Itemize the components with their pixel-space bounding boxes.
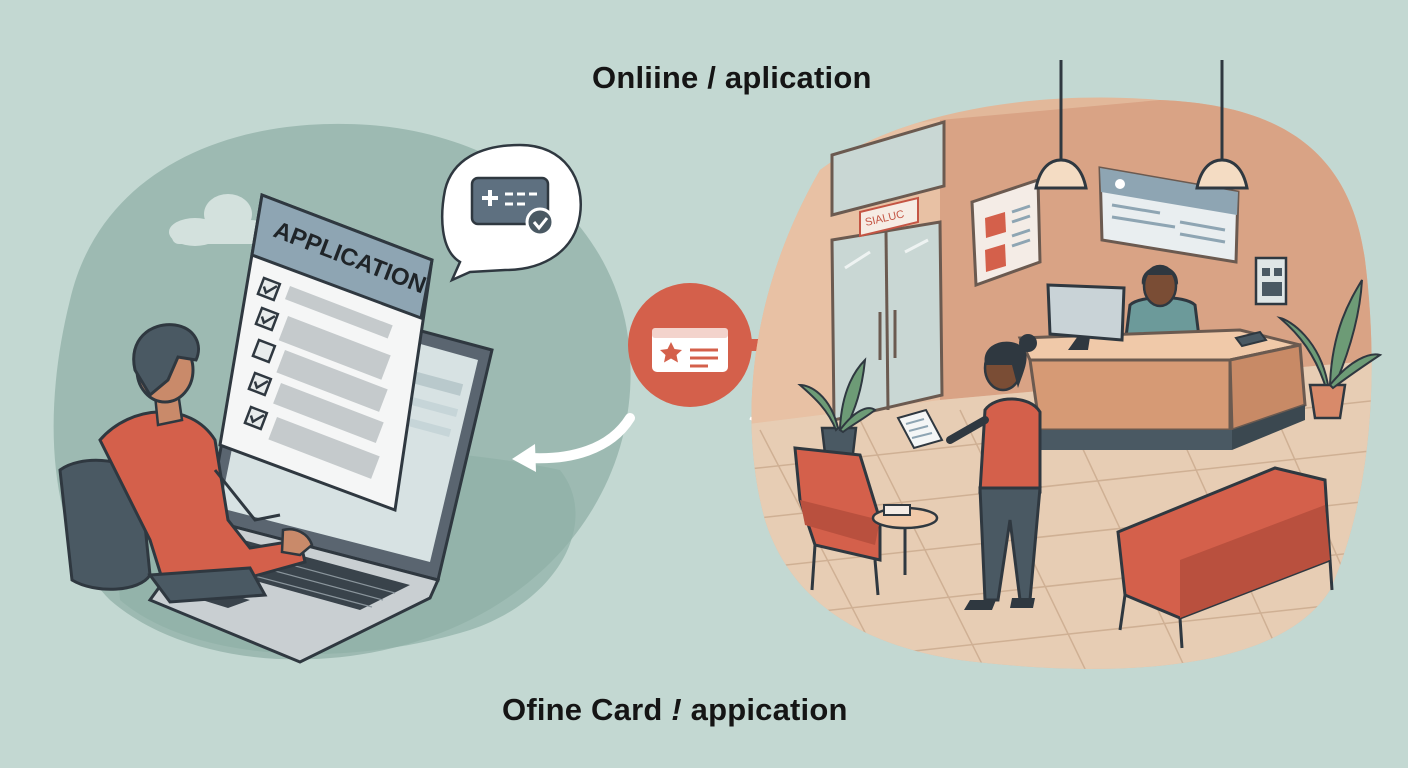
person-hand — [280, 528, 314, 557]
checkbox-checked — [243, 405, 269, 431]
wall-panel-right — [1254, 256, 1288, 306]
cloud-icon — [169, 194, 272, 246]
caption-top: Onliine / aplication — [592, 60, 872, 95]
caption-bottom-part2: appication — [681, 692, 848, 727]
person-hair — [132, 323, 200, 398]
online-scene: APPLICATION — [53, 123, 631, 664]
caption-bottom-part1: Ofine Card — [502, 692, 672, 727]
reception-desk — [1017, 328, 1307, 450]
computer-monitor — [1046, 283, 1126, 350]
checkbox-checked — [247, 371, 273, 397]
caption-bottom-mark: ! — [671, 692, 682, 727]
pendant-lamp-icon — [1034, 60, 1088, 190]
pendant-lamp-icon — [1195, 60, 1249, 190]
membership-card-icon — [652, 328, 728, 372]
glass-door — [830, 119, 946, 422]
checkbox-checked — [256, 276, 282, 302]
speech-bubble — [441, 143, 582, 283]
checkbox-checked — [254, 306, 280, 332]
caption-bottom: Ofine Card ! appication — [502, 692, 848, 728]
applicant-person — [896, 334, 1042, 610]
desk-phone-icon — [1234, 330, 1268, 348]
checklist — [243, 276, 393, 479]
person-at-laptop — [58, 323, 314, 604]
wall-screen — [1098, 166, 1240, 264]
person-legs — [147, 566, 268, 604]
armchair-left — [793, 446, 882, 596]
door-sign: SIALUC — [859, 196, 919, 238]
application-document: APPLICATION — [218, 192, 434, 513]
potted-plant — [1276, 279, 1383, 420]
sofa-right — [1116, 466, 1334, 649]
checkbox-empty — [251, 338, 277, 364]
checkmark-badge-icon — [525, 207, 555, 237]
office-scene: SIALUC — [751, 60, 1383, 669]
connector — [512, 283, 808, 472]
curved-arrow-icon — [525, 413, 635, 464]
card-plus-icon — [470, 176, 550, 226]
document-header-bar — [250, 192, 434, 321]
side-table — [871, 504, 939, 575]
wall-poster-left — [970, 177, 1042, 288]
person-torso — [98, 410, 307, 590]
